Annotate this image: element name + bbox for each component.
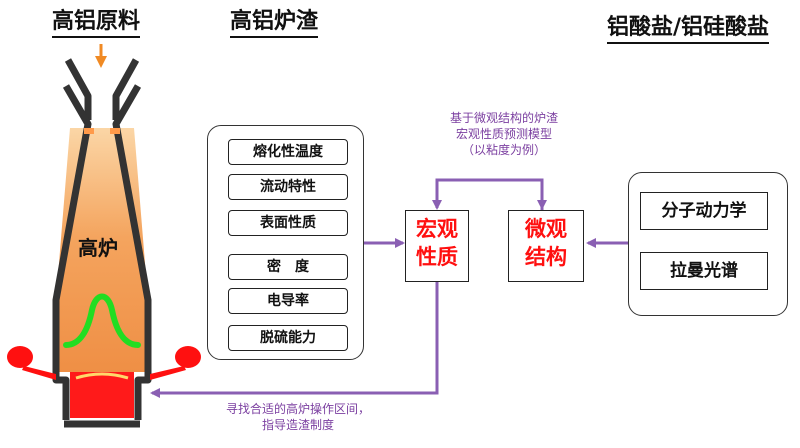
method-item: 拉曼光谱 xyxy=(640,252,768,290)
heading-silicate: 铝酸盐/铝硅酸盐 xyxy=(607,14,770,44)
micro-structure-box: 微观 结构 xyxy=(508,210,584,282)
top-note-line-3: （以粘度为例） xyxy=(461,143,546,157)
heading-raw-material: 高铝原料 xyxy=(52,8,141,38)
arrow-macro-to-furnace xyxy=(150,280,439,398)
heading-slag: 高铝炉渣 xyxy=(230,8,319,38)
property-item: 电导率 xyxy=(228,288,348,314)
left-tuyere-flame xyxy=(7,346,33,368)
property-item: 熔化性温度 xyxy=(228,139,348,165)
property-item: 脱硫能力 xyxy=(228,325,348,351)
right-tuyere-flame xyxy=(175,346,201,368)
micro-line-1: 微观 xyxy=(525,217,567,241)
top-note-line-1: 基于微观结构的炉渣 xyxy=(449,111,558,125)
method-item: 分子动力学 xyxy=(640,192,768,230)
arrow-micro-to-macro-loop xyxy=(432,178,544,211)
macro-line-1: 宏观 xyxy=(416,217,458,241)
top-note: 基于微观结构的炉渣 宏观性质预测模型 （以粘度为例） xyxy=(404,110,604,158)
furnace-top-chute xyxy=(64,58,140,120)
top-note-line-2: 宏观性质预测模型 xyxy=(455,127,552,141)
bottom-note-line-2: 指导造渣制度 xyxy=(261,418,334,432)
bottom-note: 寻找合适的高炉操作区间， 指导造渣制度 xyxy=(188,401,408,433)
bottom-note-line-1: 寻找合适的高炉操作区间， xyxy=(225,402,370,416)
furnace-hearth xyxy=(70,372,134,418)
cohesive-zone xyxy=(63,293,141,348)
macro-line-2: 性质 xyxy=(416,245,458,269)
property-item: 密 度 xyxy=(228,254,348,280)
property-item: 流动特性 xyxy=(228,174,348,200)
property-item: 表面性质 xyxy=(228,210,348,236)
micro-line-2: 结构 xyxy=(525,245,567,269)
macro-properties-box: 宏观 性质 xyxy=(405,210,469,282)
furnace-label: 高炉 xyxy=(78,236,118,260)
furnace-shell xyxy=(52,84,152,420)
